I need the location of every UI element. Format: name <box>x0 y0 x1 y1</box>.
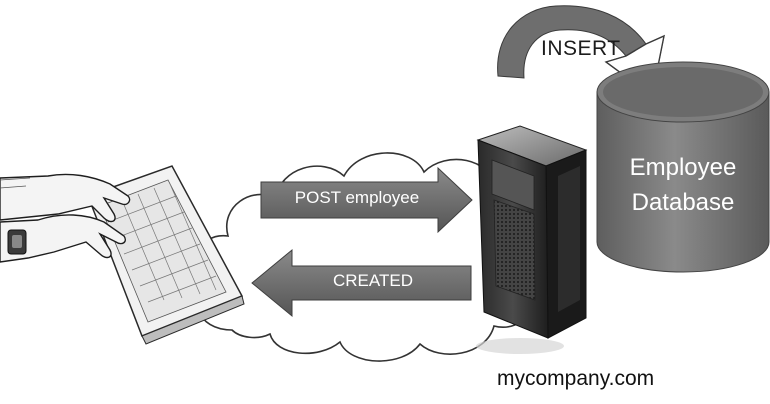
typing-hands-icon <box>0 173 131 263</box>
database-label-line1: Employee <box>629 154 737 181</box>
domain-label: mycompany.com <box>497 367 655 390</box>
created-arrow <box>251 248 472 318</box>
database-cylinder-icon <box>596 61 770 273</box>
post-employee-label: POST employee <box>294 188 420 207</box>
post-arrow <box>260 166 473 234</box>
created-label: CREATED <box>333 271 413 290</box>
database-label: Employee Database <box>608 150 758 220</box>
insert-label: INSERT <box>541 37 621 60</box>
database-label-line2: Database <box>631 189 735 216</box>
keyboard-icon <box>87 165 245 345</box>
server-tower-icon <box>476 125 588 354</box>
